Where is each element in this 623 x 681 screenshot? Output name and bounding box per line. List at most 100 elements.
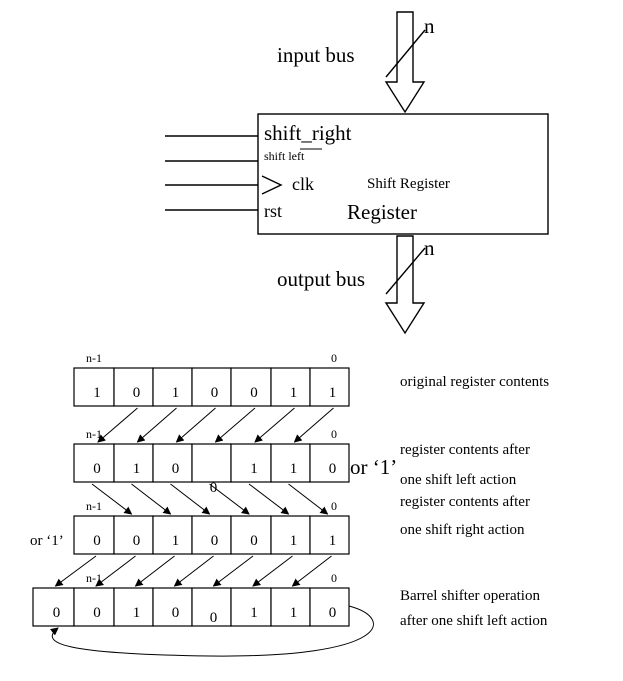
fill-note: or ‘1’ (30, 533, 64, 549)
fill-note: or ‘1’ (350, 455, 397, 479)
lsb-index-label: 0 (331, 499, 337, 513)
shift-arrow (136, 407, 177, 443)
input-bus-width-slash (385, 29, 426, 78)
row-description: register contents after (400, 494, 530, 510)
output-bus-width-label: n (424, 236, 435, 260)
register-cell (309, 587, 350, 627)
bit-value: 1 (172, 533, 180, 549)
register-row-3: 0 0 1 0 0 1 1 n-1 0 or ‘1’ register contents after… (30, 494, 530, 555)
row-description: one shift left action (400, 472, 517, 488)
gap-bit-value: 0 (210, 610, 218, 626)
shift-arrow (254, 407, 295, 443)
bit-value: 0 (53, 605, 61, 621)
msb-index-label: n-1 (86, 499, 102, 513)
shift-arrow (212, 555, 254, 587)
shift-arrow (131, 483, 172, 515)
register-cell (152, 367, 193, 407)
lsb-index-label: 0 (331, 427, 337, 441)
register-cell (230, 587, 272, 627)
output-bus-label: output bus (277, 267, 365, 291)
bit-value: 0 (172, 605, 180, 621)
shift-arrow (134, 555, 175, 587)
msb-index-label: n-1 (86, 427, 102, 441)
bit-value: 0 (93, 533, 101, 549)
register-cell (309, 443, 350, 483)
bit-value: 1 (290, 461, 298, 477)
bit-value: 1 (290, 385, 298, 401)
output-bus-arrow (384, 235, 426, 335)
bit-value: 1 (93, 385, 101, 401)
register-cell (270, 367, 311, 407)
register-cell (113, 515, 154, 555)
register-cell (230, 367, 272, 407)
lsb-index-label: 0 (331, 571, 337, 585)
register-cell (191, 587, 232, 627)
bit-value: 1 (290, 605, 298, 621)
row-description: register contents after (400, 442, 530, 458)
bit-value: 1 (133, 605, 141, 621)
register-cell (73, 443, 115, 483)
clock-triangle-icon (261, 175, 283, 195)
bit-value: 0 (329, 461, 337, 477)
bit-value: 0 (250, 533, 258, 549)
shift-arrow (170, 483, 211, 515)
barrel-wrap-arrow (50, 605, 374, 657)
bit-value: 1 (329, 533, 337, 549)
shift-arrow (252, 555, 293, 587)
row-description: original register contents (400, 374, 549, 390)
bit-value: 1 (250, 605, 258, 621)
register-cell (113, 587, 154, 627)
bit-value: 1 (172, 385, 180, 401)
register-title: Register (347, 200, 417, 224)
shift-arrow (173, 555, 214, 587)
bit-value: 0 (93, 605, 101, 621)
row-description: one shift right action (400, 522, 525, 538)
shift-right-label: shift_right (264, 121, 352, 145)
bit-value: 0 (133, 385, 141, 401)
register-cell (32, 587, 75, 627)
bit-value: 0 (329, 605, 337, 621)
row-description: after one shift left action (400, 613, 548, 629)
register-cell (309, 367, 350, 407)
bit-value: 0 (93, 461, 101, 477)
shift-left-label: shift left (264, 149, 305, 163)
register-cell (309, 515, 350, 555)
bit-value: 0 (172, 461, 180, 477)
clk-label: clk (292, 174, 314, 194)
bit-value: 0 (133, 533, 141, 549)
shift-arrow (91, 483, 133, 515)
register-box (257, 113, 549, 235)
msb-index-label: n-1 (86, 351, 102, 365)
shift-arrows (50, 407, 374, 657)
register-cell (230, 515, 272, 555)
bit-value: 1 (329, 385, 337, 401)
shift-arrow (214, 407, 256, 443)
shift-arrow (54, 555, 97, 587)
register-cell (152, 587, 193, 627)
register-cell (73, 587, 115, 627)
output-bus-width-slash (385, 247, 426, 295)
shift-arrow (293, 407, 334, 443)
shift-arrow (291, 555, 332, 587)
rst-label: rst (264, 201, 282, 221)
shift-arrow (209, 483, 250, 515)
register-cell (191, 443, 232, 483)
shift-arrow (175, 407, 216, 443)
bit-value: 1 (133, 461, 141, 477)
lsb-index-label: 0 (331, 351, 337, 365)
bit-value: 0 (211, 533, 219, 549)
input-bus-label: input bus (277, 43, 355, 67)
shift-register-title: Shift Register (367, 176, 450, 192)
gap-bit-value: 0 (210, 480, 218, 496)
register-cell (73, 515, 115, 555)
register-cell (191, 515, 232, 555)
bit-value: 1 (290, 533, 298, 549)
shift-arrow (95, 555, 136, 587)
shift-arrow (288, 483, 329, 515)
register-cell (230, 443, 272, 483)
bit-value: 0 (211, 385, 219, 401)
